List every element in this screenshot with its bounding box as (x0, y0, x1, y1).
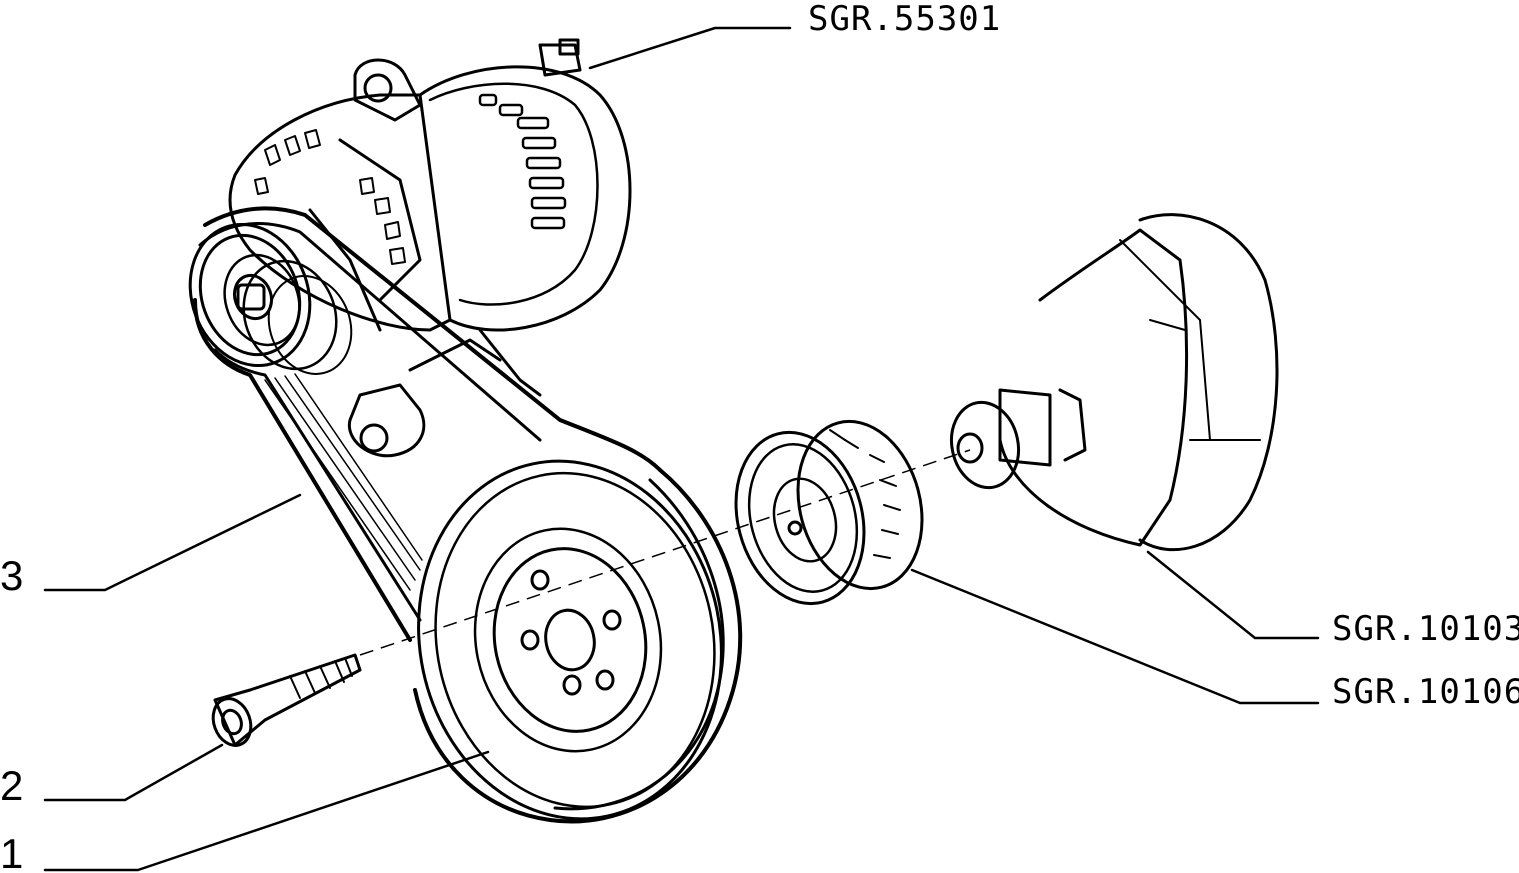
pulley-bolt (211, 653, 362, 747)
label-item-3: 3 (0, 552, 23, 599)
label-item-2: 2 (0, 762, 23, 809)
poly-v-belt (193, 206, 743, 824)
leader-lines (43, 26, 1320, 872)
alternator-pulley (188, 222, 353, 375)
crankshaft-pulley (417, 459, 723, 821)
alternator (228, 38, 632, 458)
axis-centerline (359, 449, 971, 656)
label-sgr-10103: SGR.10103 (1332, 609, 1519, 649)
timing-belt-pulley (734, 419, 924, 606)
label-item-1: 1 (0, 830, 23, 873)
label-sgr-55301: SGR.55301 (808, 0, 1001, 39)
crankshaft (950, 213, 1279, 552)
label-sgr-10106: SGR.10106 (1332, 672, 1519, 712)
